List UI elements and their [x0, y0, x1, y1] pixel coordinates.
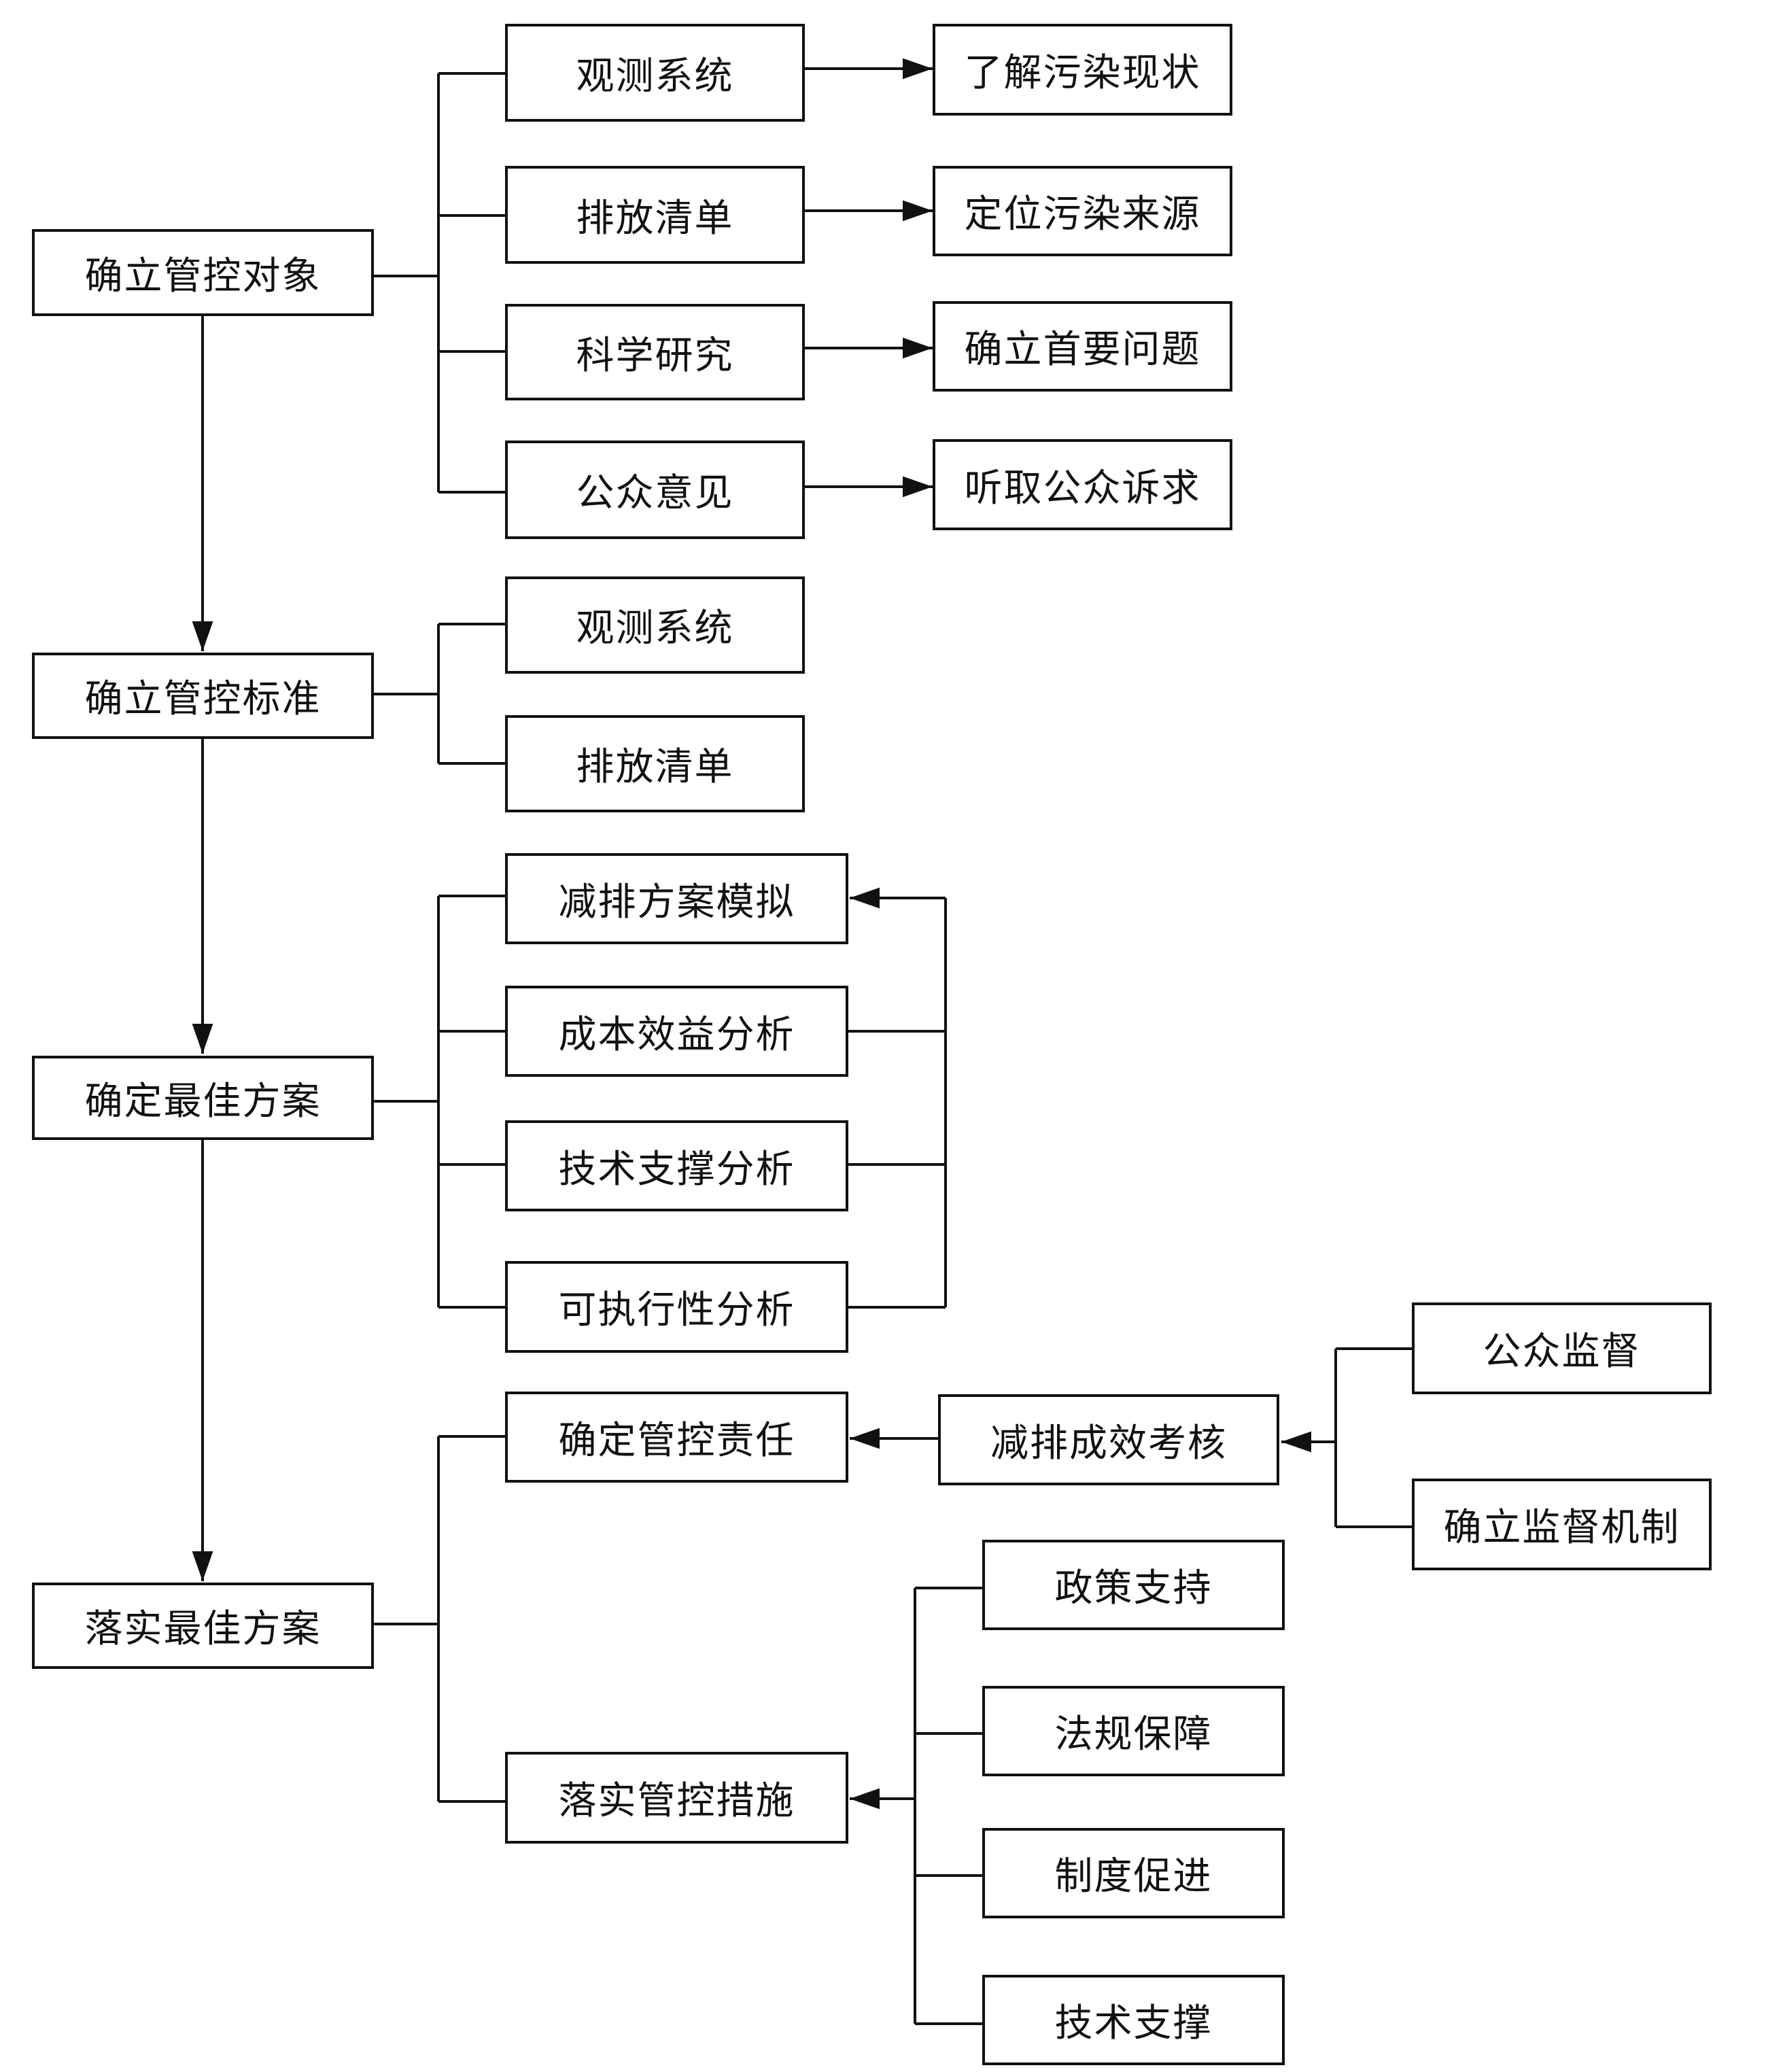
bracket-step2: [371, 623, 505, 765]
step-define-targets: 确立管控对象: [32, 229, 374, 316]
supervision-mechanism: 确立监督机制: [1412, 1479, 1712, 1570]
step-determine-best-plan: 确定最佳方案: [32, 1056, 374, 1140]
outcome-pollution-status: 了解污染现状: [933, 24, 1232, 116]
support-technology: 技术支撑: [982, 1975, 1285, 2065]
public-supervision: 公众监督: [1412, 1302, 1712, 1394]
standard-emission-inventory: 排放清单: [505, 715, 805, 812]
analysis-cost-benefit: 成本效益分析: [505, 986, 848, 1077]
analysis-reduction-simulation: 减排方案模拟: [505, 853, 848, 944]
step-define-standards: 确立管控标准: [32, 653, 374, 739]
support-institution: 制度促进: [982, 1828, 1285, 1918]
outcome-priority-issue: 确立首要问题: [933, 301, 1232, 392]
input-emission-inventory: 排放清单: [505, 166, 805, 264]
support-policy: 政策支持: [982, 1540, 1285, 1630]
analysis-technical-support: 技术支撑分析: [505, 1120, 848, 1211]
support-regulation: 法规保障: [982, 1686, 1285, 1776]
standard-observation-system: 观测系统: [505, 576, 805, 674]
step-implement-best-plan: 落实最佳方案: [32, 1583, 374, 1669]
reduction-assessment: 减排成效考核: [938, 1394, 1279, 1485]
bracket-step1: [371, 72, 505, 494]
bracket-supervision: [1281, 1347, 1412, 1528]
analysis-feasibility: 可执行性分析: [505, 1261, 848, 1353]
define-responsibility: 确定管控责任: [505, 1392, 848, 1483]
feedback-loop-step3: [846, 887, 947, 1309]
outcome-public-demand: 听取公众诉求: [933, 439, 1232, 530]
implement-measures: 落实管控措施: [505, 1752, 848, 1844]
input-public-opinion: 公众意见: [505, 441, 805, 539]
input-observation-system: 观测系统: [505, 24, 805, 122]
bracket-step4: [371, 1435, 505, 1803]
bracket-step3: [371, 895, 505, 1309]
bracket-supports: [850, 1587, 982, 2025]
input-scientific-research: 科学研究: [505, 304, 805, 400]
outcome-pollution-source: 定位污染来源: [933, 166, 1232, 256]
